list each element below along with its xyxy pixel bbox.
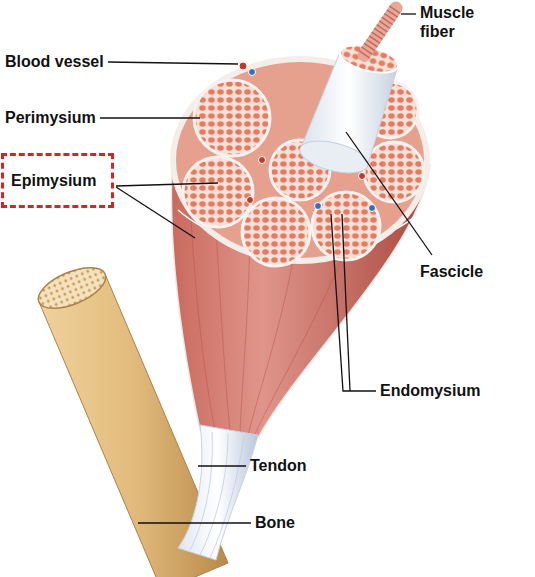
tendon-band bbox=[178, 425, 258, 560]
structure-label: Bone bbox=[255, 513, 295, 532]
structure-label: Endomysium bbox=[380, 381, 480, 400]
structure-label: Muscle fiber bbox=[420, 3, 486, 41]
structure-label: Epimysium bbox=[11, 171, 96, 190]
tendon-streaks bbox=[190, 432, 244, 558]
highlight-box: Epimysium bbox=[1, 153, 114, 208]
structure-label: Perimysium bbox=[5, 108, 96, 127]
fascicle-cylinder bbox=[297, 40, 401, 179]
leader-lines bbox=[100, 14, 432, 523]
muscle-fiber-strand bbox=[364, 8, 396, 55]
structure-label: Blood vessel bbox=[5, 52, 104, 71]
structure-label: Tendon bbox=[250, 456, 307, 475]
fascicle-sections bbox=[183, 80, 424, 266]
structure-label: Fascicle bbox=[420, 262, 483, 281]
